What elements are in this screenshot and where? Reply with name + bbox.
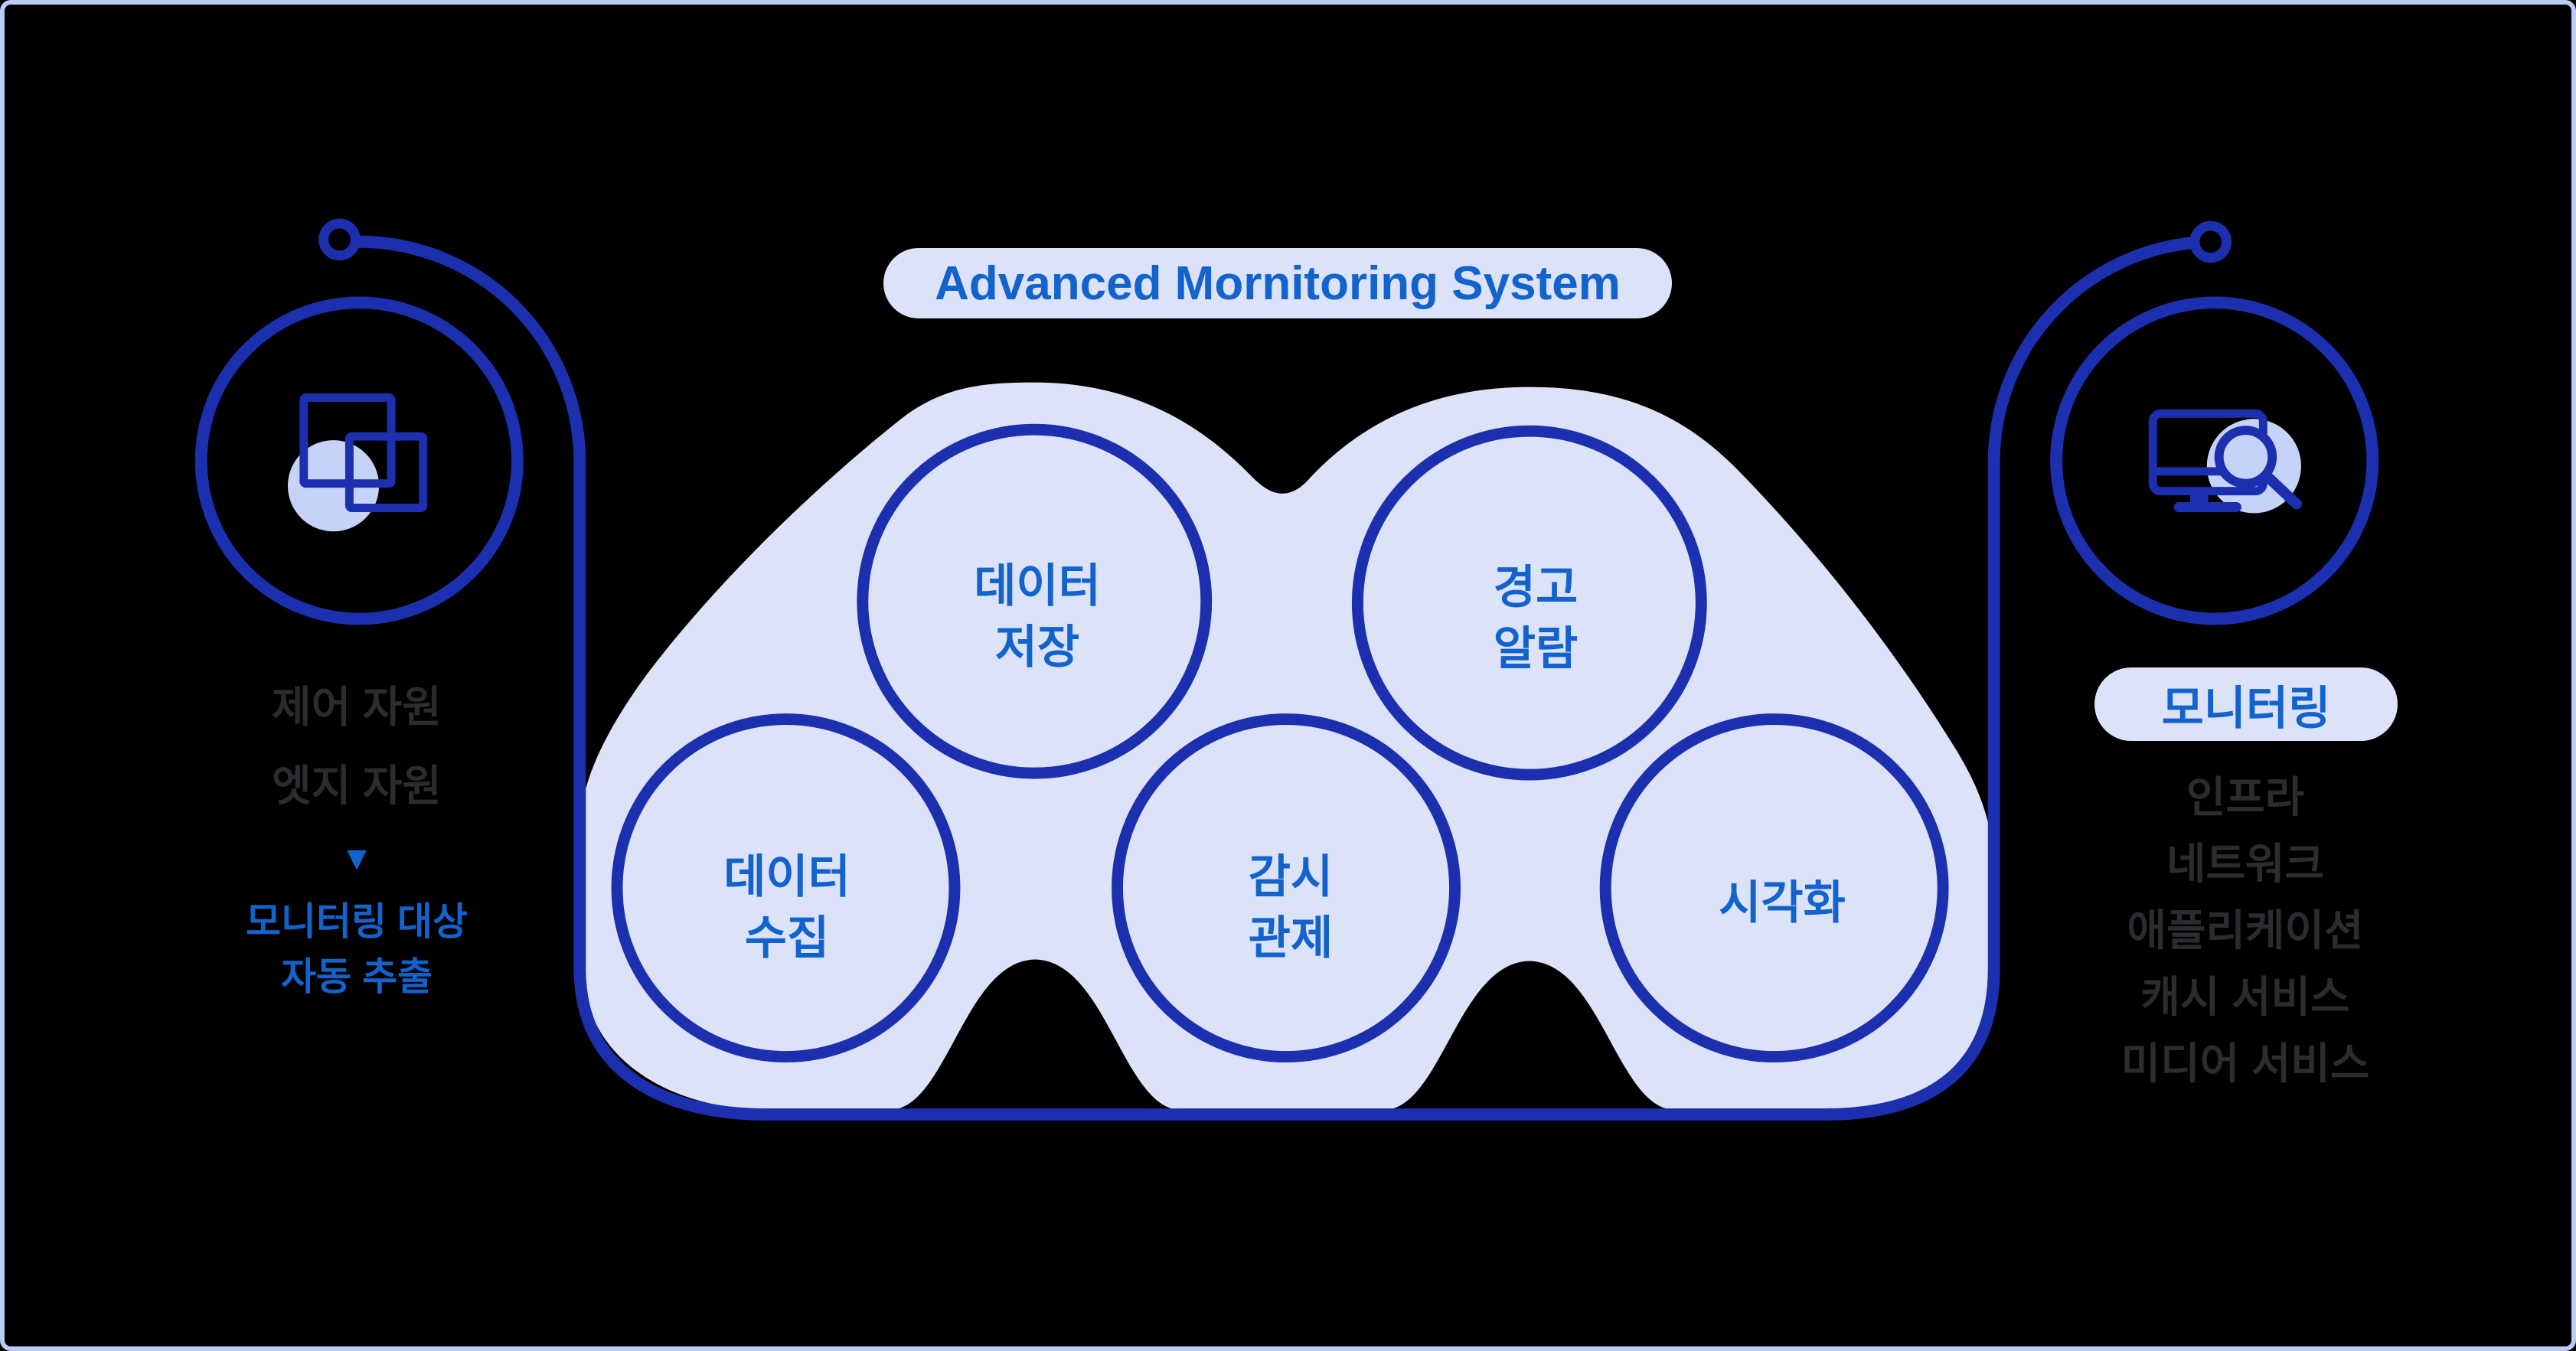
list-item: 애플리케이션: [2127, 906, 2364, 955]
label-line: 관제: [1248, 912, 1334, 964]
list-item: 인프라: [2186, 773, 2305, 821]
circle-alert-alarm: [1351, 425, 1707, 781]
diagram-graphics: [194, 218, 2379, 1121]
list-item: 네트워크: [2166, 840, 2325, 888]
down-arrow-icon: ▼: [340, 837, 374, 880]
page-title: Advanced Mornitoring System: [935, 256, 1621, 310]
right-orbit-circle: [2050, 296, 2379, 625]
right-orbit-dot: [2189, 220, 2232, 263]
label-line: 저장: [994, 622, 1080, 673]
circle-data-storage: [857, 423, 1213, 779]
square-front: [344, 432, 428, 512]
label-line: 데이터: [974, 560, 1101, 612]
label-line: 데이터: [723, 851, 851, 902]
circle-data-collection: [611, 713, 961, 1063]
left-resource-line-1: 제어 자원: [272, 682, 442, 733]
monitoring-badge: 모니터링: [2094, 667, 2398, 741]
label-line: 알람: [1493, 623, 1579, 674]
monitor-search-icon: [2148, 409, 2302, 514]
left-highlight-line-2: 자동 추출: [281, 954, 433, 1000]
label-alert-alarm: 경고 알람: [1494, 557, 1578, 680]
connector-line: [350, 235, 2217, 1121]
circle-visualization: [1599, 713, 1949, 1063]
left-highlight-text: 자동 추출: [281, 955, 433, 998]
magnifier-lens: [2214, 426, 2277, 488]
title-pill: Advanced Mornitoring System: [883, 248, 1672, 318]
magnifier-handle: [2263, 472, 2302, 510]
label-surveillance-control: 감시 관제: [1249, 847, 1333, 969]
label-line: 감시: [1248, 851, 1334, 902]
left-orbit-dot: [318, 218, 361, 261]
left-highlight-line-1: 모니터링 대상: [246, 899, 468, 945]
list-item: 캐시 서비스: [2140, 973, 2350, 1021]
label-line: 경고: [1493, 562, 1579, 613]
left-highlight-text: 모니터링 대상: [246, 900, 468, 943]
left-orbit-circle: [194, 296, 524, 625]
monitoring-badge-label: 모니터링: [2161, 682, 2331, 734]
left-resource-text: 제어 자원: [272, 683, 442, 731]
label-line: 시각화: [1719, 877, 1846, 928]
monitoring-target-list: 인프라 네트워크 애플리케이션 캐시 서비스 미디어 서비스: [2121, 764, 2370, 1097]
left-resource-text: 엣지 자원: [272, 762, 442, 810]
label-data-storage: 데이터 저장: [974, 556, 1101, 678]
label-line: 수집: [744, 912, 830, 964]
label-data-collection: 데이터 수집: [723, 847, 851, 969]
overlapping-squares-icon: [287, 393, 428, 532]
circle-surveillance-control: [1112, 713, 1461, 1063]
down-arrow-glyph: ▼: [340, 840, 374, 877]
left-resource-line-2: 엣지 자원: [272, 761, 442, 811]
cloud-blob-shape: [581, 382, 1996, 1111]
list-item: 미디어 서비스: [2121, 1039, 2370, 1088]
label-visualization: 시각화: [1719, 873, 1846, 934]
